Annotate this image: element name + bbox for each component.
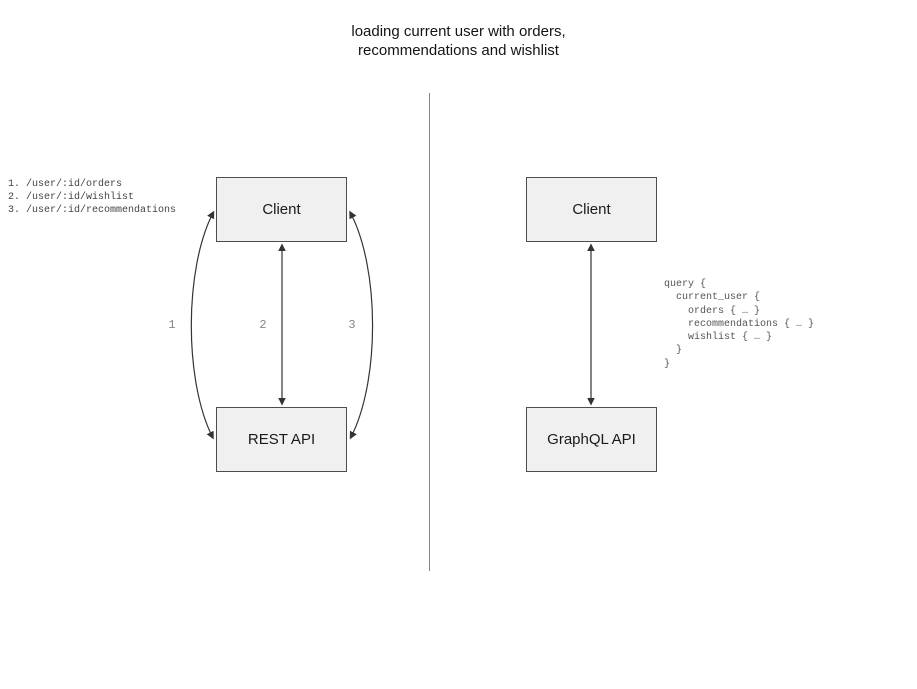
- title-line-2: recommendations and wishlist: [358, 42, 559, 59]
- query-code-line: orders { … }: [664, 305, 761, 317]
- rest-api-box: REST API: [216, 407, 347, 472]
- graphql-query-code: query { current_user { orders { … } reco…: [664, 278, 814, 371]
- graphql-api-box: GraphQL API: [526, 407, 657, 472]
- rest-endpoint-line: 1. /user/:id/orders: [8, 179, 123, 190]
- rest-endpoints-list: 1. /user/:id/orders 2. /user/:id/wishlis…: [8, 178, 176, 217]
- graphql-api-label: GraphQL API: [547, 431, 636, 448]
- arrow-label-3: 3: [348, 318, 356, 332]
- diagram-title: loading current user with orders, recomm…: [0, 22, 917, 60]
- query-code-line: }: [664, 345, 683, 357]
- query-code-line: query {: [664, 279, 707, 290]
- query-code-line: }: [664, 358, 671, 370]
- rest-client-label: Client: [262, 201, 301, 218]
- vertical-divider: [429, 93, 431, 571]
- graphql-client-box: Client: [526, 177, 657, 242]
- query-code-line: recommendations { … }: [664, 318, 815, 330]
- query-code-line: current_user {: [664, 292, 761, 304]
- title-line-1: loading current user with orders,: [351, 23, 566, 40]
- arrow-label-1: 1: [168, 318, 176, 332]
- rest-api-label: REST API: [247, 431, 316, 448]
- rest-endpoint-line: 2. /user/:id/wishlist: [8, 192, 135, 203]
- rest-arrow-1-curve: [190, 210, 215, 440]
- rest-client-box: Client: [216, 177, 347, 242]
- arrow-label-2: 2: [259, 318, 267, 332]
- rest-endpoint-line: 3. /user/:id/recommendations: [8, 205, 177, 216]
- query-code-line: wishlist { … }: [664, 332, 773, 344]
- graphql-client-label: Client: [572, 201, 611, 218]
